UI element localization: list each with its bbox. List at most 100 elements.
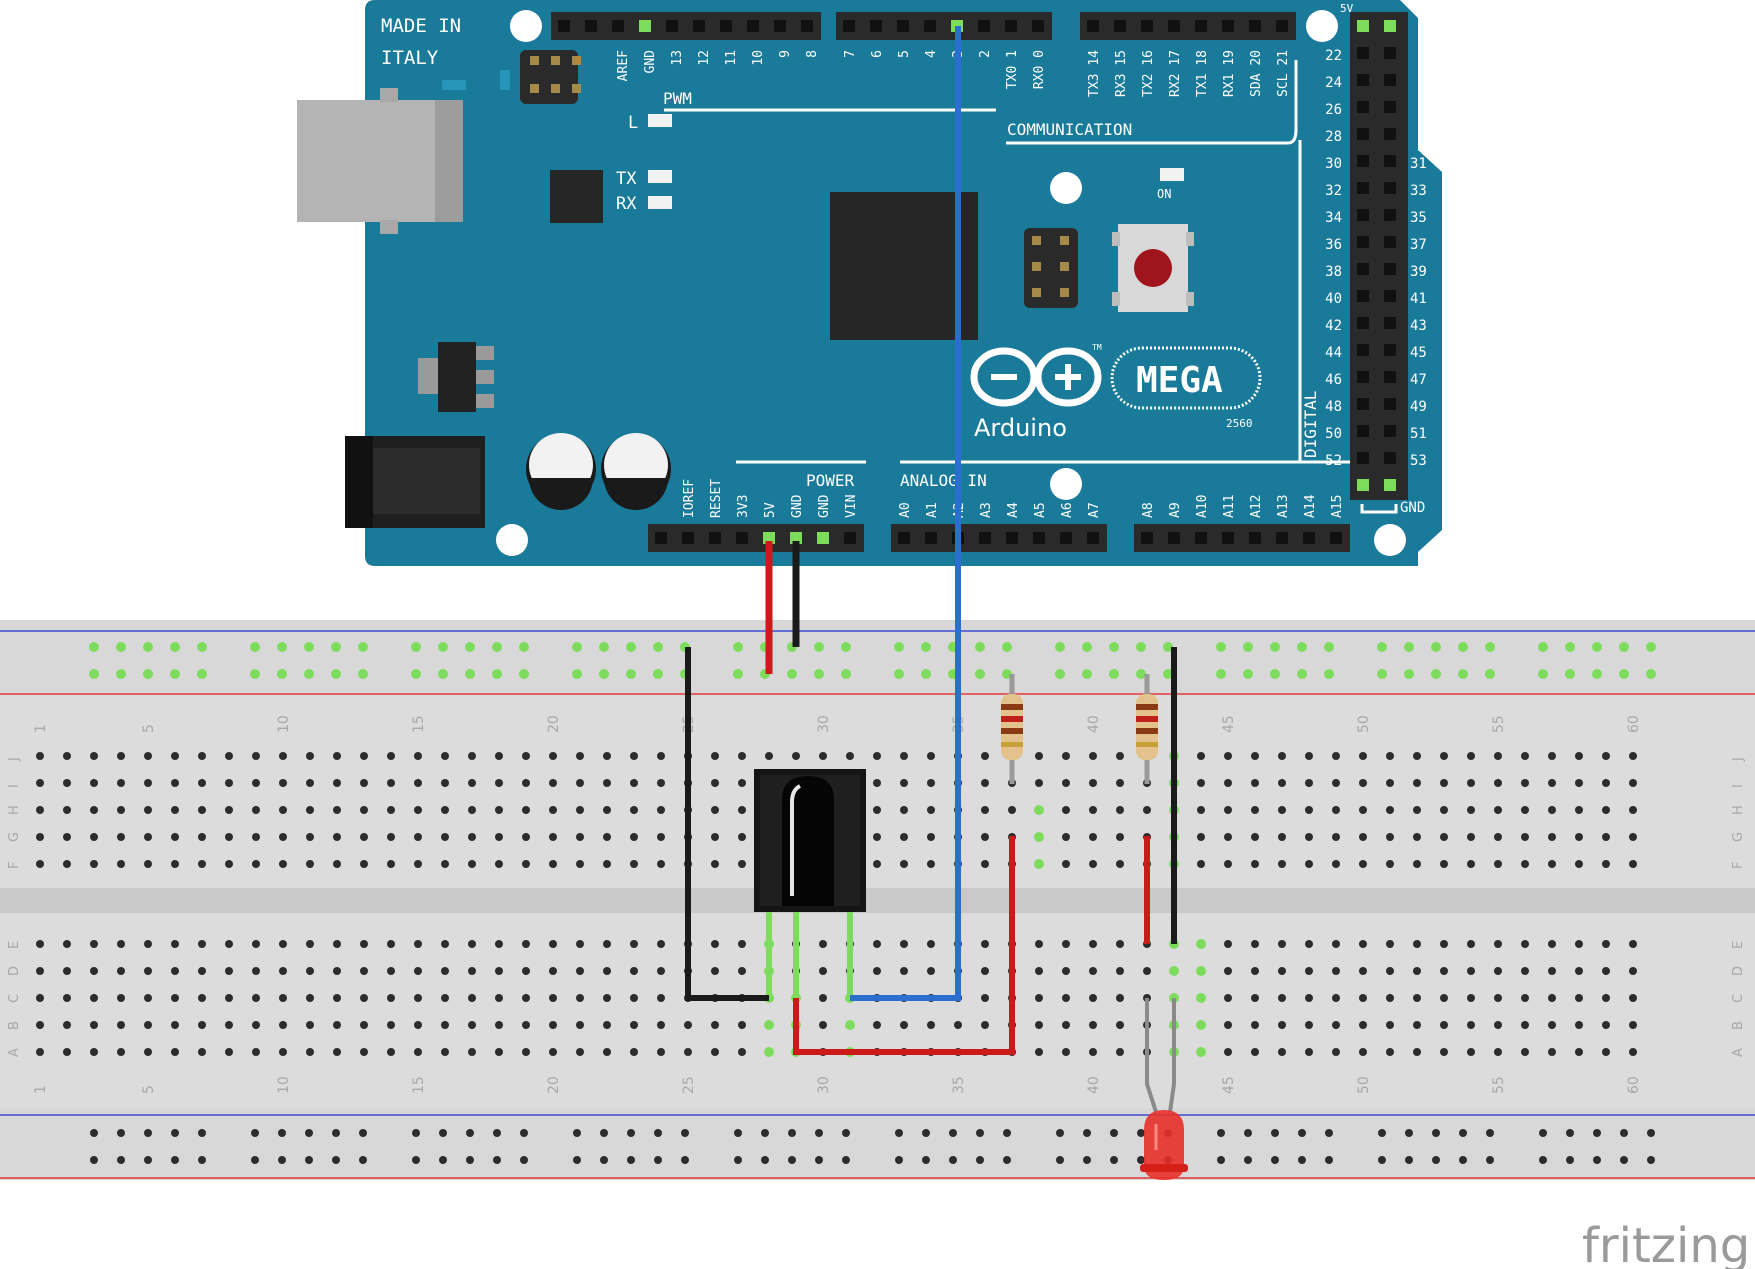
digital-pin-label: 48 [1325, 399, 1342, 415]
pin-label: 13 [670, 50, 685, 66]
breadboard-hole [468, 940, 476, 948]
rail-hole [1432, 1129, 1440, 1137]
column-number-top: 60 [1626, 715, 1642, 733]
breadboard-hole [279, 833, 287, 841]
led-l [648, 114, 672, 127]
column-number-top: 40 [1086, 715, 1102, 733]
rail-hole [1055, 642, 1065, 652]
rail-hole [1404, 669, 1414, 679]
breadboard-hole [171, 860, 179, 868]
breadboard-hole [225, 779, 233, 787]
rail-hole [1377, 642, 1387, 652]
breadboard-hole [198, 779, 206, 787]
breadboard-hole [36, 806, 44, 814]
mounting-hole [1050, 468, 1082, 500]
breadboard-hole [1386, 967, 1394, 975]
rail-hole [438, 669, 448, 679]
rail-hole [1270, 669, 1280, 679]
header-pin [1384, 128, 1396, 140]
rail-hole [681, 1156, 689, 1164]
breadboard-hole [819, 967, 827, 975]
rail-hole [815, 1129, 823, 1137]
rail-hole [626, 669, 636, 679]
rail-hole [143, 642, 153, 652]
made-in-label: MADE IN [381, 15, 461, 37]
breadboard-hole [1575, 940, 1583, 948]
rail-hole [1082, 669, 1092, 679]
breadboard-hole [225, 967, 233, 975]
breadboard-hole [873, 967, 881, 975]
breadboard-hole [630, 752, 638, 760]
breadboard-hole [1521, 833, 1529, 841]
breadboard-hole [576, 806, 584, 814]
breadboard-hole [495, 779, 503, 787]
breadboard-hole [1062, 1021, 1070, 1029]
breadboard-hole [1332, 860, 1340, 868]
rail-hole [1244, 1129, 1252, 1137]
pin-label: 12 [697, 50, 712, 66]
breadboard-hole [1305, 994, 1313, 1002]
mounting-hole [1374, 524, 1406, 556]
digital-pin-label: 22 [1325, 48, 1342, 64]
rail-hole [520, 1156, 528, 1164]
breadboard-hole [1143, 806, 1151, 814]
breadboard-hole [1359, 779, 1367, 787]
breadboard-hole [576, 779, 584, 787]
header-power [648, 524, 864, 552]
rail-hole [976, 1129, 984, 1137]
breadboard-hole [1332, 994, 1340, 1002]
row-letter: C [1731, 994, 1746, 1003]
header-pin [1357, 101, 1369, 113]
breadboard-hole [306, 994, 314, 1002]
breadboard-hole [333, 860, 341, 868]
breadboard-hole [1305, 779, 1313, 787]
pin-label: A9 [1168, 502, 1183, 518]
rail-hole [358, 669, 368, 679]
breadboard-hole [468, 779, 476, 787]
rail-hole [733, 669, 743, 679]
breadboard-hole [1467, 752, 1475, 760]
rail-hole [198, 1156, 206, 1164]
pin-label: TX2 16 [1141, 50, 1156, 97]
pin-label: 10 [751, 50, 766, 66]
rail-hole [949, 1156, 957, 1164]
header-pin [1357, 209, 1369, 221]
breadboard-hole [333, 1021, 341, 1029]
breadboard-hole [441, 806, 449, 814]
breadboard-hole [1629, 940, 1637, 948]
breadboard-hole [117, 940, 125, 948]
breadboard-hole [468, 860, 476, 868]
pin-label: A13 [1276, 495, 1291, 518]
header-pin [736, 532, 748, 544]
reset-button[interactable] [1112, 224, 1194, 312]
breadboard-hole [981, 806, 989, 814]
header-pin [924, 20, 936, 32]
breadboard-hole [792, 752, 800, 760]
breadboard-hole [630, 833, 638, 841]
breadboard-hole [1629, 806, 1637, 814]
led-l-label: L [628, 113, 638, 133]
breadboard-hole [1332, 806, 1340, 814]
rail-hole [788, 1129, 796, 1137]
breadboard-hole [144, 1048, 152, 1056]
column-number-top: 20 [546, 715, 562, 733]
usb-chip [550, 170, 603, 223]
breadboard-hole [1035, 1021, 1043, 1029]
breadboard-hole [1116, 967, 1124, 975]
breadboard-hole [1548, 752, 1556, 760]
header-pin [1195, 532, 1207, 544]
breadboard-hole [63, 1048, 71, 1056]
breadboard-hole [522, 1021, 530, 1029]
breadboard-hole [1521, 967, 1529, 975]
pin-label: 9 [778, 50, 793, 58]
breadboard-hole [549, 806, 557, 814]
rail-hole [895, 1156, 903, 1164]
digital-pin-label: 52 [1325, 453, 1342, 469]
breadboard-hole [171, 779, 179, 787]
breadboard-hole [495, 940, 503, 948]
breadboard-hole [711, 1048, 719, 1056]
breadboard-hole [711, 860, 719, 868]
breadboard-hole [1602, 752, 1610, 760]
mounting-hole [496, 524, 528, 556]
digital-pin-label: 33 [1410, 183, 1427, 199]
